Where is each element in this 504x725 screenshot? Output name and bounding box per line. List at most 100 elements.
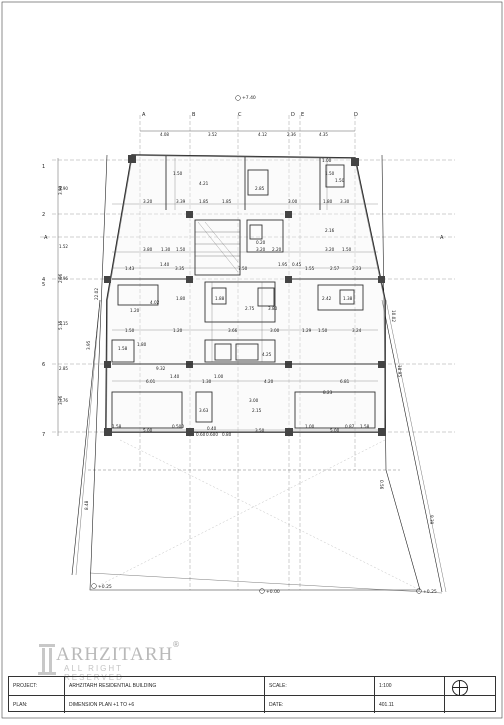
logo-registered-mark: ® bbox=[172, 640, 180, 649]
dim-r10-a: 0.600 bbox=[206, 432, 218, 437]
dim-r5-f: 3.80 bbox=[268, 306, 278, 311]
side-left-3: 8.48 bbox=[84, 500, 89, 510]
row-label-1: 1 bbox=[42, 164, 45, 170]
dim-r2-e: 3.00 bbox=[288, 199, 298, 204]
dim-r3-f: 2.20 bbox=[272, 247, 282, 252]
dim-r6-b: 1.20 bbox=[173, 328, 183, 333]
dim-r8-c: 3.00 bbox=[249, 398, 259, 403]
side-left-4: 5.15 bbox=[58, 320, 63, 330]
row-spacing-5: 2.85 bbox=[59, 366, 68, 371]
dim-r5-c: 1.80 bbox=[176, 296, 186, 301]
row-label-6: 6 bbox=[42, 362, 45, 368]
row-spacing-1: 3.90 bbox=[59, 186, 68, 191]
row-spacing-3: 3.96 bbox=[59, 276, 68, 281]
date-value: 401.11 bbox=[375, 696, 445, 713]
brand-logo: ARHZITARH ALL RIGHT RESERVED ® bbox=[36, 640, 186, 682]
dim-r4-h: 2.23 bbox=[352, 266, 362, 271]
dim-r6-h: 4.25 bbox=[262, 352, 272, 357]
dim-r6-e: 1.29 bbox=[302, 328, 312, 333]
level-center-bottom: +0.00 bbox=[266, 589, 280, 595]
grid-label-b: B bbox=[192, 112, 196, 118]
project-label: PROJECT: bbox=[9, 677, 65, 695]
dim-r6-f: 1.50 bbox=[318, 328, 328, 333]
dim-r5-h: 1.38 bbox=[343, 296, 353, 301]
project-value: ARHZITARH RESIDENTIAL BUILDING bbox=[65, 677, 265, 695]
side-right-1: 10.02 bbox=[391, 310, 396, 322]
dim-r8-b: 1.00 bbox=[214, 374, 224, 379]
col-spacing-3: 4.12 bbox=[258, 132, 267, 137]
dim-r1-f: 1.50 bbox=[335, 178, 345, 183]
row-spacing-6: 3.76 bbox=[59, 398, 68, 403]
dim-r7-c: 9.32 bbox=[156, 366, 166, 371]
logo-sub-text: ALL RIGHT RESERVED bbox=[64, 664, 124, 682]
dim-r3-i: 1.50 bbox=[342, 247, 352, 252]
dim-r9-d: 0.60 bbox=[196, 432, 206, 437]
dim-r1-b: 1.50 bbox=[325, 171, 335, 176]
side-left-2: 3.95 bbox=[86, 340, 91, 350]
dim-r7-a: 1.58 bbox=[118, 346, 128, 351]
dim-r9-h: 5.00 bbox=[330, 428, 340, 433]
dim-r7-g: 8.23 bbox=[323, 390, 333, 395]
dim-r6-a: 1.50 bbox=[125, 328, 135, 333]
col-spacing-4: 2.36 bbox=[287, 132, 296, 137]
plan-label: PLAN: bbox=[9, 696, 65, 713]
dim-r4-d: 7.50 bbox=[238, 266, 248, 271]
section-mark-left: A bbox=[44, 235, 48, 241]
grid-label-a: A bbox=[142, 112, 146, 118]
dim-r8-a: 6.01 bbox=[146, 379, 156, 384]
row-spacing-2: 1.52 bbox=[59, 244, 68, 249]
dim-r4-i: 0.45 bbox=[292, 262, 302, 267]
side-right-2: 18.95 bbox=[397, 365, 402, 377]
level-top: +7.40 bbox=[242, 95, 256, 101]
row-label-5: 5 bbox=[42, 282, 45, 288]
row-label-2: 2 bbox=[42, 212, 45, 218]
north-arrow-icon bbox=[452, 680, 468, 696]
title-block-row-1: PROJECT: ARHZITARH RESIDENTIAL BUILDING … bbox=[9, 677, 495, 695]
title-block-row-2: PLAN: DIMENSION PLAN +1 TO +6 DATE: 401.… bbox=[9, 695, 495, 713]
dim-r4-g: 2.57 bbox=[330, 266, 340, 271]
side-left-6: 2.56 bbox=[58, 273, 63, 283]
dim-r3-g: 2.16 bbox=[325, 228, 335, 233]
dim-r2-b: 3.39 bbox=[176, 199, 186, 204]
side-right-3: 9.39 bbox=[429, 515, 434, 525]
side-left-7: 3.90 bbox=[58, 185, 63, 195]
dim-r8-d: 3.63 bbox=[199, 408, 209, 413]
dim-r9-b: 5.00 bbox=[143, 428, 153, 433]
dim-r6-c: 3.66 bbox=[228, 328, 238, 333]
dim-r7-d: 1.40 bbox=[170, 374, 180, 379]
row-label-7: 7 bbox=[42, 432, 45, 438]
dim-r7-h: 6.81 bbox=[340, 379, 350, 384]
grid-label-d2: D bbox=[354, 112, 358, 118]
dim-r3-b: 1.30 bbox=[161, 247, 171, 252]
dim-r5-d: 1.88 bbox=[215, 296, 225, 301]
dim-r3-h: 3.20 bbox=[325, 247, 335, 252]
level-right-bottom: +0.25 bbox=[423, 589, 437, 595]
dim-r4-e: 1.95 bbox=[278, 262, 288, 267]
dim-r3-c: 1.50 bbox=[176, 247, 186, 252]
dim-r2-a: 3.20 bbox=[143, 199, 153, 204]
side-right-4: 0.56 bbox=[379, 480, 384, 490]
dim-r5-b: 4.02 bbox=[150, 300, 160, 305]
dim-r9-f: 3.50 bbox=[255, 428, 265, 433]
dim-r5-e: 2.75 bbox=[245, 306, 255, 311]
dim-r1-e: 1.00 bbox=[322, 158, 332, 163]
dim-r5-g: 2.42 bbox=[322, 296, 332, 301]
dim-r3-a: 3.80 bbox=[143, 247, 153, 252]
level-left-bottom: +0.25 bbox=[98, 584, 112, 590]
scale-label: SCALE: bbox=[265, 677, 375, 695]
row-label-4: 4 bbox=[42, 277, 45, 283]
date-label: DATE: bbox=[265, 696, 375, 713]
dim-r9-c: 0.500 bbox=[172, 424, 184, 429]
row-spacing-4: 3.15 bbox=[59, 321, 68, 326]
dim-r6-g: 3.24 bbox=[352, 328, 362, 333]
dim-r1-d: 2.85 bbox=[255, 186, 265, 191]
grid-label-c: C bbox=[238, 112, 242, 118]
dim-r2-c: 1.85 bbox=[199, 199, 209, 204]
dim-r7-b: 1.80 bbox=[137, 342, 147, 347]
dim-r10-b: 0.80 bbox=[222, 432, 232, 437]
grid-label-d1: D bbox=[291, 112, 295, 118]
scale-value: 1:100 bbox=[375, 677, 445, 695]
dim-r3-e: 0.20 bbox=[256, 240, 266, 245]
dim-r2-g: 3.30 bbox=[340, 199, 350, 204]
dim-r3-d: 3.20 bbox=[256, 247, 266, 252]
